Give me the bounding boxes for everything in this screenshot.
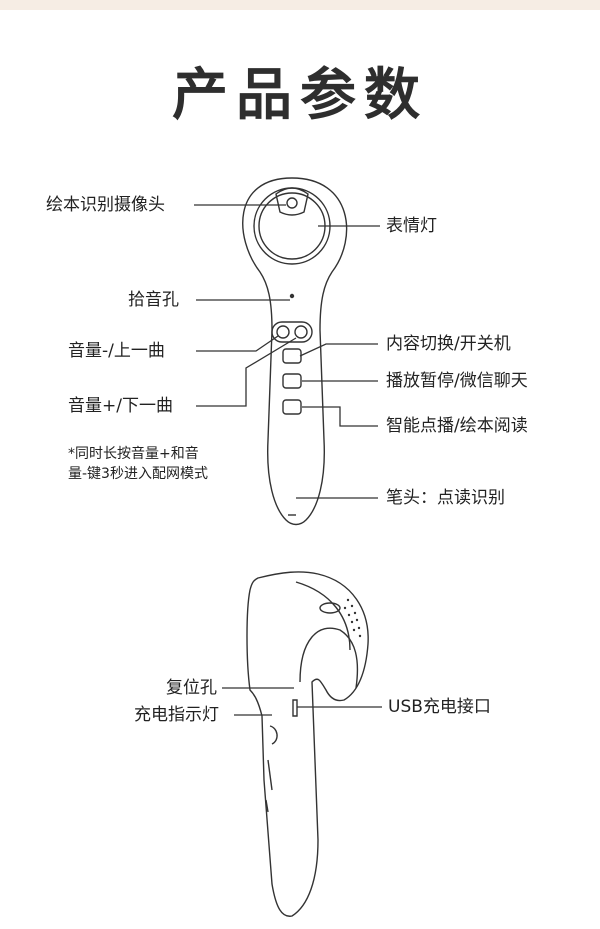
usb-port-outline bbox=[292, 699, 298, 717]
camera-lens bbox=[286, 197, 298, 209]
charge-light bbox=[269, 725, 278, 745]
label-content-switch: 内容切换/开关机 bbox=[386, 334, 511, 354]
pairing-note: *同时长按音量+和音 量-键3秒进入配网模式 bbox=[68, 444, 208, 484]
label-expression-light: 表情灯 bbox=[386, 216, 437, 236]
top-decorative-strip bbox=[0, 0, 600, 10]
pairing-note-line-2: 量-键3秒进入配网模式 bbox=[68, 466, 208, 482]
leader-volume-up bbox=[196, 337, 297, 407]
leader-volume-down bbox=[196, 335, 279, 352]
label-volume-down: 音量-/上一曲 bbox=[68, 341, 165, 361]
label-mic-hole: 拾音孔 bbox=[128, 290, 179, 310]
side-head-curve bbox=[299, 627, 359, 689]
pen-front-outline bbox=[242, 177, 348, 526]
mic-hole-dot bbox=[289, 293, 295, 299]
volume-rocker bbox=[271, 321, 313, 343]
camera-housing bbox=[275, 187, 309, 216]
page-title: 产品参数 bbox=[172, 63, 428, 128]
button-content-switch bbox=[282, 348, 302, 364]
volume-up-key bbox=[294, 325, 308, 339]
button-play-pause bbox=[282, 373, 302, 389]
label-usb-port: USB充电接口 bbox=[388, 697, 491, 717]
side-speaker bbox=[319, 602, 341, 614]
button-smart-reading bbox=[282, 399, 302, 415]
pen-side-outline bbox=[246, 571, 369, 917]
leader-smart-reading bbox=[302, 406, 378, 427]
side-grip-2 bbox=[265, 799, 269, 813]
label-pen-tip: 笔头：点读识别 bbox=[386, 488, 505, 508]
label-smart-reading: 智能点播/绘本阅读 bbox=[386, 416, 528, 436]
label-reset-hole: 复位孔 bbox=[166, 678, 217, 698]
pairing-note-line-1: *同时长按音量+和音 bbox=[68, 446, 199, 462]
volume-down-key bbox=[276, 325, 290, 339]
label-play-pause: 播放暂停/微信聊天 bbox=[386, 371, 528, 391]
label-camera: 绘本识别摄像头 bbox=[46, 195, 165, 215]
side-grip-1 bbox=[267, 759, 273, 791]
expression-light-inner bbox=[258, 192, 326, 260]
leader-content-switch bbox=[299, 343, 378, 357]
label-charge-indicator: 充电指示灯 bbox=[134, 705, 219, 725]
side-head-inner bbox=[295, 581, 351, 651]
label-volume-up: 音量+/下一曲 bbox=[68, 396, 173, 416]
